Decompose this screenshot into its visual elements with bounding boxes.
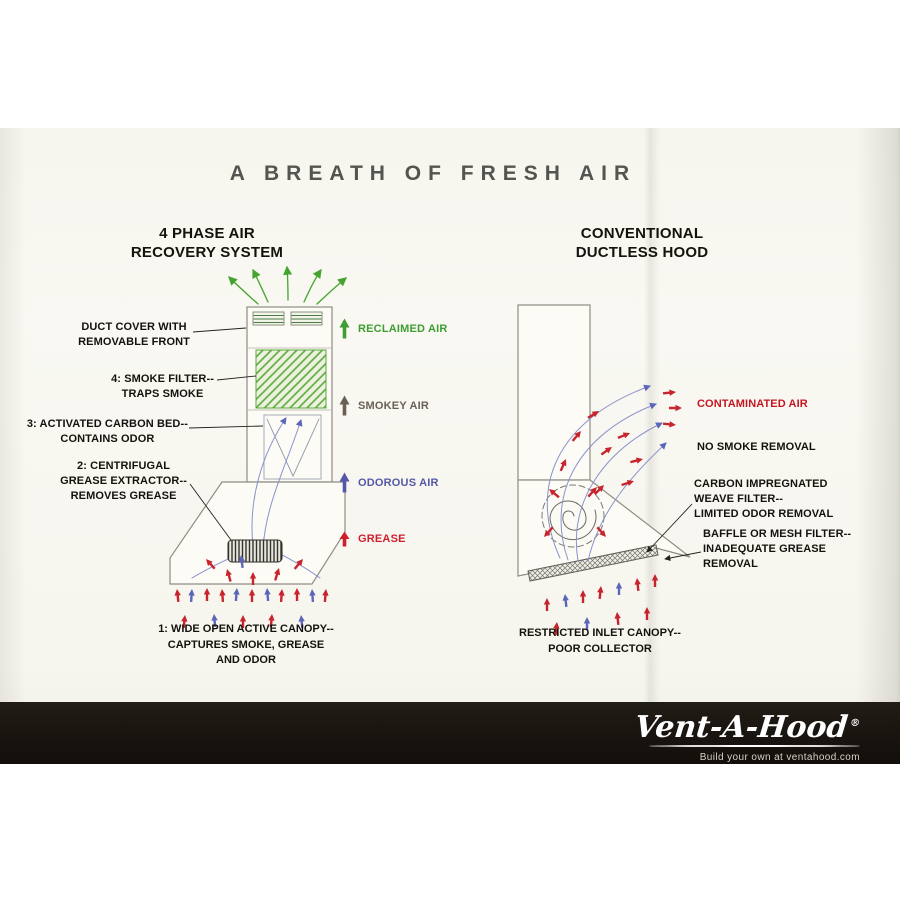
callout-carbon-bed: 3: ACTIVATED CARBON BED-- CONTAINS ODOR [26, 418, 188, 445]
up-arrow-icon [339, 318, 350, 339]
duct-cover-vents [252, 311, 323, 326]
legend-label: SMOKEY AIR [358, 399, 430, 412]
ductless-chimney [517, 304, 591, 481]
callout-baffle-filter: BAFFLE OR MESH FILTER-- INADEQUATE GREAS… [703, 528, 852, 570]
callout-duct-cover: DUCT COVER WITH REMOVABLE FRONT [78, 321, 190, 348]
brand-underline [648, 745, 861, 747]
brand-logo: Vent-A-Hood® [633, 709, 861, 745]
open-canopy [169, 481, 346, 585]
left-panel-heading: 4 PHASE AIR RECOVERY SYSTEM [130, 225, 284, 261]
right-panel-heading: CONVENTIONAL DUCTLESS HOOD [575, 225, 709, 261]
smoke-filter [255, 349, 327, 409]
legend-label: RECLAIMED AIR [358, 322, 448, 335]
callout-weave-filter: CARBON IMPREGNATED WEAVE FILTER-- LIMITE… [694, 478, 834, 520]
contaminated-air-streams [546, 384, 667, 562]
scan-background: A BREATH OF FRESH AIR 4 PHASE AIR RECOVE… [0, 128, 900, 764]
left-hood-diagram [169, 265, 347, 629]
legend-label: GREASE [358, 533, 406, 545]
headline: A BREATH OF FRESH AIR [229, 162, 637, 185]
legend-smokey-air: SMOKEY AIR [338, 395, 429, 416]
callout-grease-extractor: 2: CENTRIFUGAL GREASE EXTRACTOR-- REMOVE… [60, 460, 187, 502]
footer-tagline: Build your own at ventahood.com [699, 752, 860, 763]
callout-smoke-filter: 4: SMOKE FILTER-- TRAPS SMOKE [111, 373, 214, 400]
up-arrow-icon [339, 531, 350, 547]
brand-block: Vent-A-Hood® Build your own at ventahood… [633, 709, 861, 763]
legend-reclaimed-air: RECLAIMED AIR [338, 318, 448, 339]
brand-name: Vent-A-Hood [633, 710, 850, 745]
registered-trademark-icon: ® [849, 718, 861, 729]
legend-odorous-air: ODOROUS AIR [338, 472, 439, 493]
footer-bar: Vent-A-Hood® Build your own at ventahood… [0, 702, 900, 764]
mesh-filter [527, 544, 659, 582]
caption-open-canopy: 1: WIDE OPEN ACTIVE CANOPY-- CAPTURES SM… [158, 623, 334, 666]
legend-label: ODOROUS AIR [358, 476, 439, 489]
up-arrow-icon [339, 472, 350, 493]
legend-grease: GREASE [338, 531, 406, 547]
carbon-bed [263, 414, 322, 480]
reclaimed-air-arrows [228, 265, 347, 305]
callout-pointer-lines [188, 327, 702, 562]
caption-restricted-canopy: RESTRICTED INLET CANOPY-- POOR COLLECTOR [519, 627, 681, 655]
up-arrow-icon [339, 395, 350, 416]
grease-extractor [227, 539, 283, 563]
callout-contaminated-air: CONTAMINATED AIR [697, 398, 808, 410]
right-hood-diagram [517, 304, 691, 636]
callout-no-smoke-removal: NO SMOKE REMOVAL [697, 441, 816, 453]
